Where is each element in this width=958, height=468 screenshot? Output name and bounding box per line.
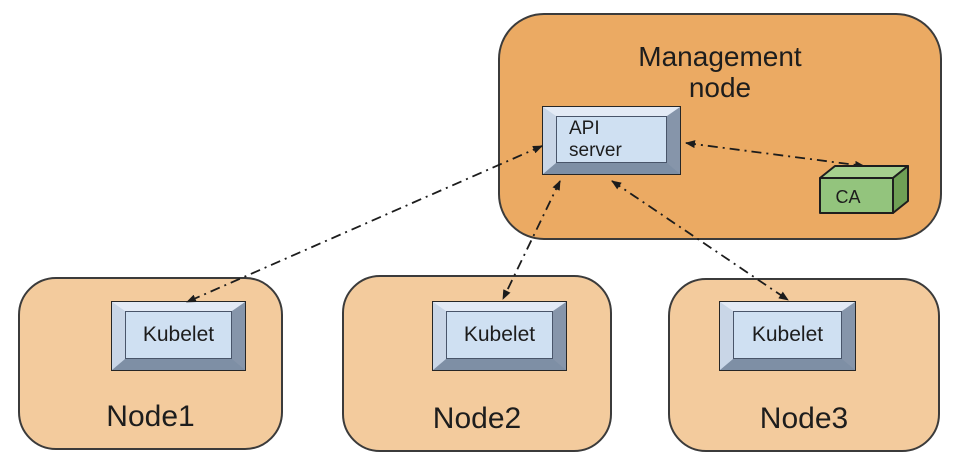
api-server-box: API server [542, 106, 681, 175]
api-server-face: API server [556, 116, 667, 163]
api-server-label: API server [569, 117, 622, 161]
kubelet-bevel-frame [112, 302, 245, 370]
kubelet-face: Kubelet [125, 311, 232, 359]
node2-box: Kubelet Node2 [342, 275, 612, 452]
node1-label: Node1 [106, 400, 195, 433]
kubelet-label-node3: Kubelet [751, 323, 824, 346]
kubelet-face: Kubelet [446, 311, 553, 359]
node2-label: Node2 [432, 402, 522, 435]
node1-box: Kubelet Node1 [18, 277, 283, 450]
node3-box: Kubelet Node3 [668, 278, 940, 452]
kubelet-bevel-frame [720, 302, 855, 370]
kubelet-label-node1: Kubelet [142, 323, 215, 346]
management-node-box: Management node API server [498, 13, 942, 240]
kubelet-face: Kubelet [733, 311, 842, 359]
management-node-label: Management node [638, 41, 802, 103]
kubelet-label-node2: Kubelet [463, 323, 536, 346]
kubelet-box-node2: Kubelet [432, 301, 567, 371]
kubelet-box-node1: Kubelet [111, 301, 246, 371]
api-server-bevel-frame [543, 107, 680, 174]
node3-label: Node3 [759, 402, 849, 435]
kubelet-bevel-frame [433, 302, 566, 370]
kubelet-box-node3: Kubelet [719, 301, 856, 371]
